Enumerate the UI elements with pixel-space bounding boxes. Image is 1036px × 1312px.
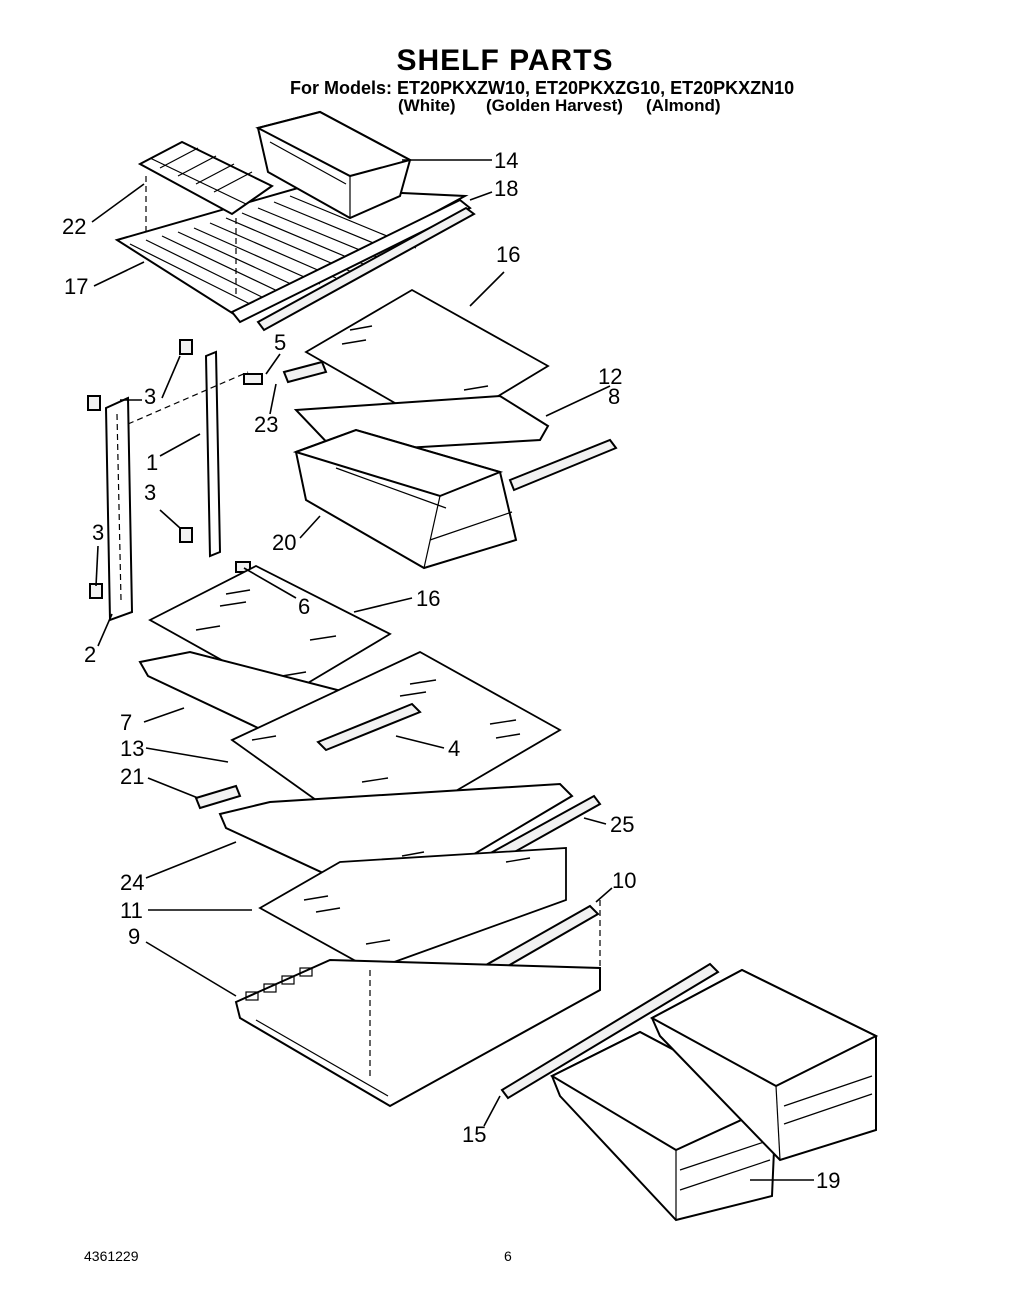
screw-5	[243, 373, 263, 385]
callout-25: 25	[610, 812, 634, 837]
callout-8: 8	[608, 384, 620, 409]
leader-lines	[91, 159, 814, 1181]
clip-3c	[179, 527, 193, 543]
callout-22: 22	[62, 214, 86, 239]
callout-24: 24	[120, 870, 144, 895]
clip-3a	[179, 339, 193, 355]
rail-8	[508, 438, 618, 492]
callout-4: 4	[448, 736, 460, 761]
callout-labels: 14 18 22 17 16 5 3 23 12 8 1 3 3 20 6 16…	[62, 148, 840, 1193]
callout-20: 20	[272, 530, 296, 555]
callout-19: 19	[816, 1168, 840, 1193]
models-line: For Models: ET20PKXZW10, ET20PKXZG10, ET…	[290, 78, 795, 98]
rail-2	[104, 396, 134, 622]
crisper-cover-9	[234, 900, 601, 1108]
callout-23: 23	[254, 412, 278, 437]
rail-15	[500, 962, 720, 1100]
callout-1: 1	[146, 450, 158, 475]
ice-tray-22	[137, 140, 274, 296]
page-title: SHELF PARTS	[396, 44, 614, 77]
callout-16-lower: 16	[416, 586, 440, 611]
callout-11: 11	[120, 898, 143, 923]
support-23	[282, 360, 328, 384]
page-number: 6	[504, 1248, 512, 1264]
callout-14: 14	[494, 148, 518, 173]
callout-18: 18	[494, 176, 518, 201]
callout-16-upper: 16	[496, 242, 520, 267]
rod-4	[316, 702, 422, 752]
callout-17: 17	[64, 274, 88, 299]
crisper-drawer-20	[292, 428, 518, 570]
glass-cover-11	[258, 847, 567, 971]
color-golden-harvest: (Golden Harvest)	[486, 96, 623, 115]
crisper-drawer-19-right	[649, 968, 879, 1162]
shelf-frame-24	[218, 782, 574, 906]
callout-3c: 3	[92, 520, 104, 545]
callout-12: 12	[598, 364, 622, 389]
callout-3b: 3	[144, 480, 156, 505]
callout-15: 15	[462, 1122, 486, 1147]
callout-2: 2	[84, 642, 96, 667]
rail-18	[256, 206, 476, 332]
color-almond: (Almond)	[646, 96, 721, 115]
callout-3a: 3	[144, 384, 156, 409]
clip-3b	[87, 395, 101, 411]
callout-21: 21	[120, 764, 144, 789]
callout-10: 10	[612, 868, 636, 893]
trim-21	[194, 784, 242, 810]
rail-1	[204, 350, 222, 558]
callout-9: 9	[128, 924, 140, 949]
callout-6: 6	[298, 594, 310, 619]
callout-7: 7	[120, 710, 132, 735]
clip-3d	[89, 583, 103, 599]
color-white: (White)	[398, 96, 456, 115]
doc-number: 4361229	[84, 1248, 139, 1264]
callout-13: 13	[120, 736, 144, 761]
callout-5: 5	[274, 330, 286, 355]
